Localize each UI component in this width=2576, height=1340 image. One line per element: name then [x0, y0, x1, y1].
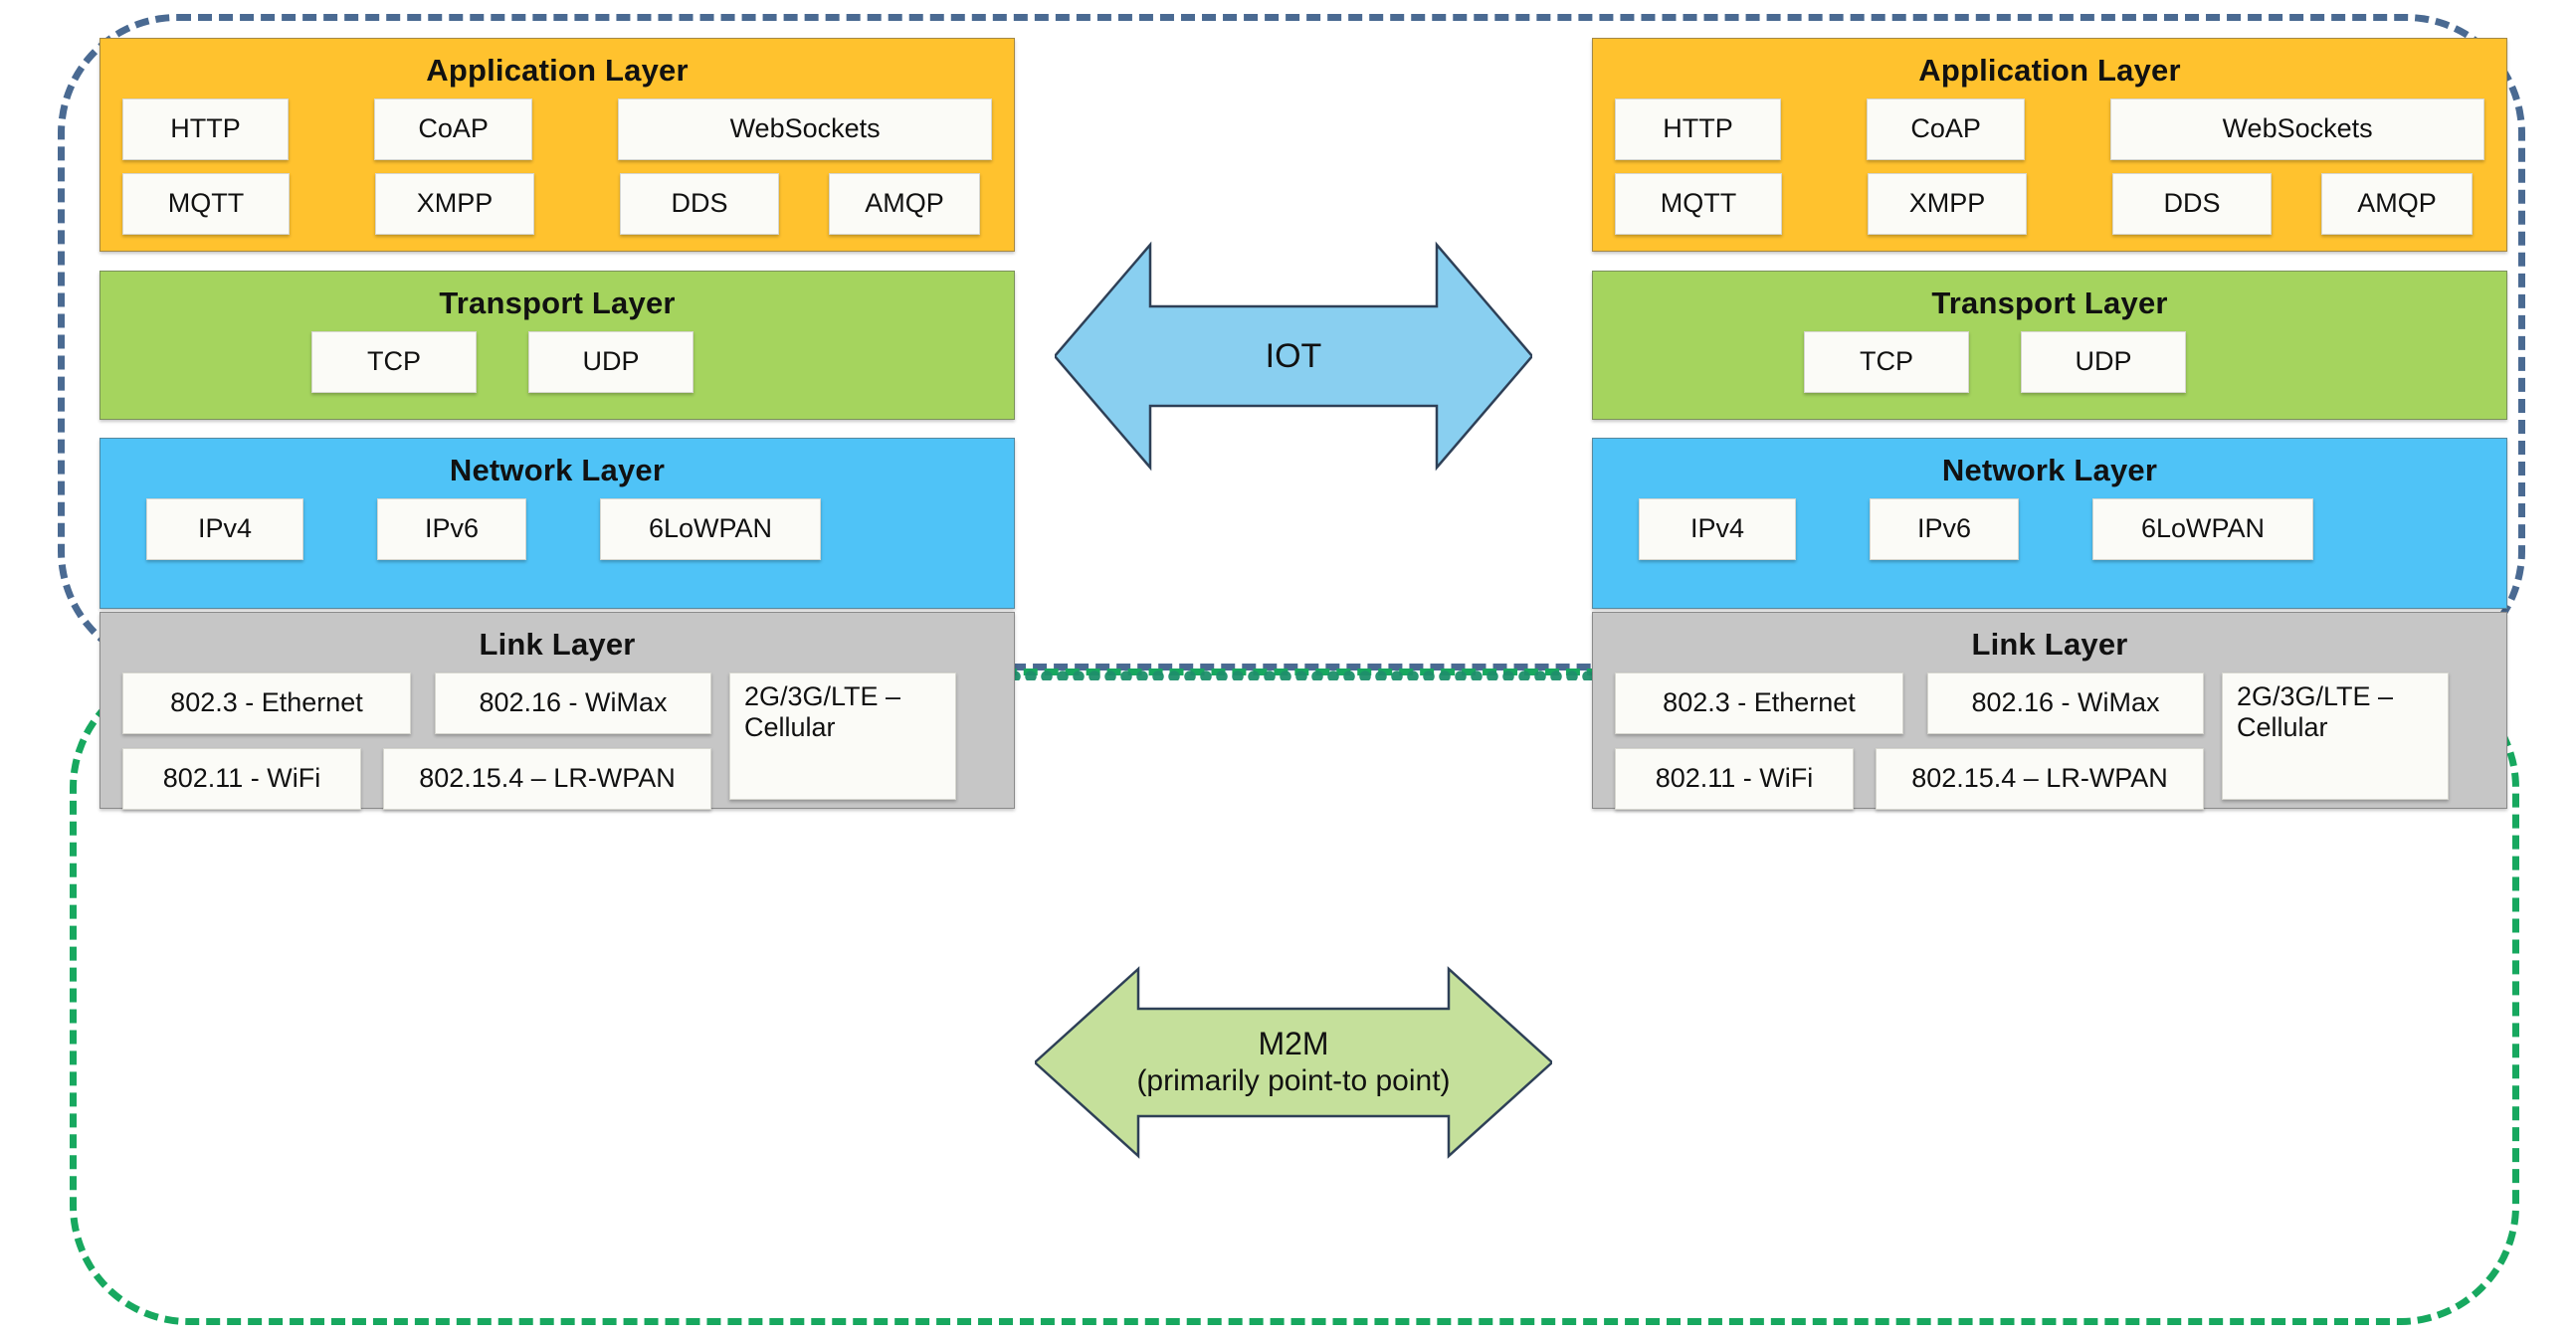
network-layer-panel-left: Network Layer IPv4 IPv6 6LoWPAN — [99, 438, 1015, 609]
network-layer-title: Network Layer — [1941, 453, 2158, 487]
application-layer-row-1: HTTP CoAP WebSockets — [1615, 98, 2484, 160]
protocol-chip-tcp[interactable]: TCP — [311, 331, 477, 393]
transport-layer-row: TCP UDP — [122, 331, 992, 393]
protocol-chip-lr-wpan[interactable]: 802.15.4 – LR-WPAN — [1876, 748, 2204, 810]
protocol-chip-6lowpan[interactable]: 6LoWPAN — [600, 498, 821, 560]
protocol-chip-wimax[interactable]: 802.16 - WiMax — [1927, 672, 2204, 734]
protocol-stack-right: Application Layer HTTP CoAP WebSockets M… — [1592, 38, 2507, 810]
protocol-chip-ipv6[interactable]: IPv6 — [1870, 498, 2019, 560]
link-layer-panel-left: Link Layer 802.3 - Ethernet 802.16 - WiM… — [99, 612, 1015, 810]
protocol-chip-ipv6[interactable]: IPv6 — [377, 498, 526, 560]
protocol-chip-dds[interactable]: DDS — [620, 173, 779, 235]
protocol-chip-xmpp[interactable]: XMPP — [375, 173, 534, 235]
protocol-chip-http[interactable]: HTTP — [122, 98, 290, 160]
application-layer-title: Application Layer — [1918, 53, 2181, 88]
protocol-chip-mqtt[interactable]: MQTT — [122, 173, 290, 235]
transport-layer-row: TCP UDP — [1615, 331, 2484, 393]
link-layer-grid: 802.3 - Ethernet 802.16 - WiMax 2G/3G/LT… — [1615, 672, 2484, 822]
network-layer-row: IPv4 IPv6 6LoWPAN — [122, 498, 992, 560]
protocol-chip-coap[interactable]: CoAP — [374, 98, 533, 160]
protocol-chip-wifi[interactable]: 802.11 - WiFi — [122, 748, 361, 810]
transport-layer-title: Transport Layer — [1931, 286, 2168, 320]
protocol-chip-cellular[interactable]: 2G/3G/LTE – Cellular — [729, 672, 956, 800]
protocol-chip-cellular[interactable]: 2G/3G/LTE – Cellular — [2222, 672, 2449, 800]
double-headed-arrow-icon — [1055, 241, 1532, 472]
application-layer-row-2: MQTT XMPP DDS AMQP — [122, 160, 992, 235]
protocol-chip-websockets[interactable]: WebSockets — [2110, 98, 2484, 160]
application-layer-row-2: MQTT XMPP DDS AMQP — [1615, 160, 2484, 235]
protocol-chip-amqp[interactable]: AMQP — [2321, 173, 2473, 235]
protocol-chip-ethernet[interactable]: 802.3 - Ethernet — [122, 672, 411, 734]
protocol-chip-6lowpan[interactable]: 6LoWPAN — [2092, 498, 2313, 560]
protocol-chip-http[interactable]: HTTP — [1615, 98, 1782, 160]
protocol-chip-xmpp[interactable]: XMPP — [1868, 173, 2027, 235]
application-layer-panel-left: Application Layer HTTP CoAP WebSockets M… — [99, 38, 1015, 252]
protocol-chip-websockets[interactable]: WebSockets — [618, 98, 992, 160]
link-layer-title: Link Layer — [479, 627, 636, 662]
protocol-chip-mqtt[interactable]: MQTT — [1615, 173, 1782, 235]
application-layer-row-1: HTTP CoAP WebSockets — [122, 98, 992, 160]
double-headed-arrow-icon — [1035, 966, 1552, 1159]
protocol-chip-lr-wpan[interactable]: 802.15.4 – LR-WPAN — [383, 748, 711, 810]
transport-layer-title: Transport Layer — [439, 286, 676, 320]
protocol-chip-amqp[interactable]: AMQP — [829, 173, 980, 235]
protocol-chip-wimax[interactable]: 802.16 - WiMax — [435, 672, 711, 734]
protocol-chip-dds[interactable]: DDS — [2112, 173, 2272, 235]
link-layer-title: Link Layer — [1971, 627, 2128, 662]
iot-double-arrow: IOT — [1055, 227, 1532, 485]
protocol-chip-ipv4[interactable]: IPv4 — [146, 498, 303, 560]
protocol-chip-coap[interactable]: CoAP — [1867, 98, 2026, 160]
transport-layer-panel-left: Transport Layer TCP UDP — [99, 271, 1015, 420]
network-layer-title: Network Layer — [449, 453, 666, 487]
link-layer-grid: 802.3 - Ethernet 802.16 - WiMax 2G/3G/LT… — [122, 672, 992, 822]
network-layer-panel-right: Network Layer IPv4 IPv6 6LoWPAN — [1592, 438, 2507, 609]
transport-layer-panel-right: Transport Layer TCP UDP — [1592, 271, 2507, 420]
application-layer-panel-right: Application Layer HTTP CoAP WebSockets M… — [1592, 38, 2507, 252]
protocol-chip-tcp[interactable]: TCP — [1804, 331, 1969, 393]
m2m-double-arrow: M2M (primarily point-to point) — [1035, 957, 1552, 1168]
protocol-chip-ethernet[interactable]: 802.3 - Ethernet — [1615, 672, 1903, 734]
protocol-chip-ipv4[interactable]: IPv4 — [1639, 498, 1796, 560]
link-layer-panel-right: Link Layer 802.3 - Ethernet 802.16 - WiM… — [1592, 612, 2507, 810]
protocol-chip-wifi[interactable]: 802.11 - WiFi — [1615, 748, 1854, 810]
protocol-chip-udp[interactable]: UDP — [2021, 331, 2186, 393]
network-layer-row: IPv4 IPv6 6LoWPAN — [1615, 498, 2484, 560]
protocol-chip-udp[interactable]: UDP — [528, 331, 694, 393]
application-layer-title: Application Layer — [426, 53, 689, 88]
protocol-stack-left: Application Layer HTTP CoAP WebSockets M… — [99, 38, 1015, 810]
